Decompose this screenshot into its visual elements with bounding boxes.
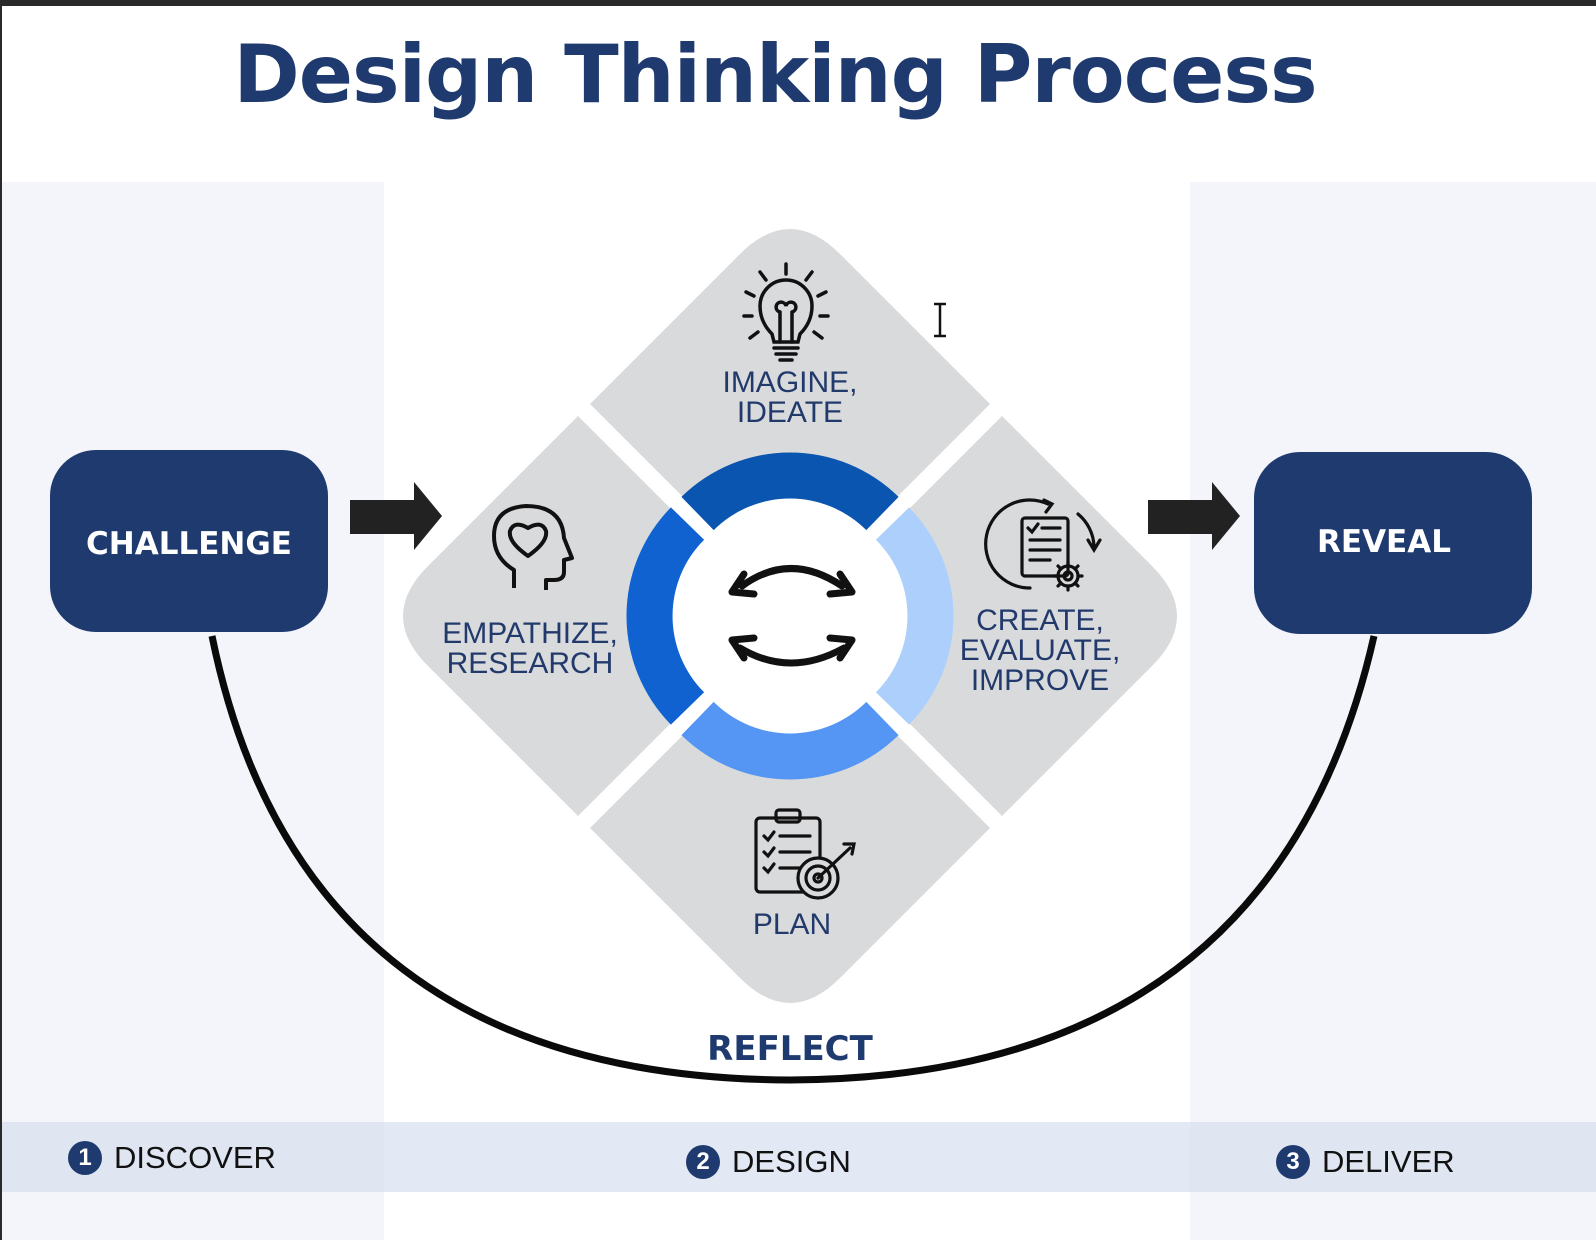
clipboard-target-icon [754,808,856,900]
challenge-label: CHALLENGE [86,526,292,562]
phase-discover: 1 DISCOVER [68,1140,276,1176]
phase-label-deliver: DELIVER [1322,1144,1455,1179]
document-gear-icon [984,498,1102,592]
head-heart-icon [492,504,574,590]
ring-segment-right [875,507,954,725]
phase-number-2: 2 [686,1145,720,1179]
stage-right-label-line2: EVALUATE, [960,634,1121,667]
challenge-box [50,450,328,632]
stage-diamond [403,229,1177,1003]
design-thinking-diagram: IMAGINE, IDEATE EMPATHIZE, RESEARCH CREA… [50,229,1532,1084]
petal-top [590,229,990,499]
phase-label-design: DESIGN [732,1144,851,1179]
petal-right [907,416,1177,816]
stage-right-label-line1: CREATE, [976,604,1104,637]
stage-left-label-line2: RESEARCH [447,647,614,680]
phase-number-1: 1 [68,1141,102,1175]
reflect-loop-arc [208,635,1378,1084]
phase-footer-band-right [1190,1122,1596,1192]
stage-top-label-line2: IDEATE [737,396,843,429]
stage-top-label-line1: IMAGINE, [722,366,857,399]
phase-deliver: 3 DELIVER [1276,1144,1455,1180]
cycle-arrows-icon [728,565,856,667]
phase-label-discover: DISCOVER [114,1140,276,1175]
discover-column-band [2,182,384,1240]
reveal-label: REVEAL [1317,524,1451,560]
arrow-to-reveal [1148,482,1240,550]
ring-segment-bottom [681,701,899,780]
stage-left-label-line1: EMPATHIZE, [442,617,618,650]
phase-footer-band-left [2,1122,384,1192]
slide-canvas: Design Thinking Process [2,6,1596,1240]
cycle-ring [626,452,954,780]
stage-right-label-line3: IMPROVE [971,664,1109,697]
reflect-label: REFLECT [707,1029,873,1069]
lightbulb-icon [742,262,830,362]
page-title: Design Thinking Process [233,28,1317,121]
text-cursor-icon [934,302,946,338]
ring-segment-left [626,507,705,725]
petal-left [403,416,673,816]
ring-segment-top [681,452,899,531]
deliver-column-band [1190,182,1596,1240]
reveal-box [1254,452,1532,634]
phase-design: 2 DESIGN [686,1144,851,1180]
phase-number-3: 3 [1276,1145,1310,1179]
stage-bottom-label: PLAN [753,908,831,941]
arrow-to-diamond [350,482,442,550]
